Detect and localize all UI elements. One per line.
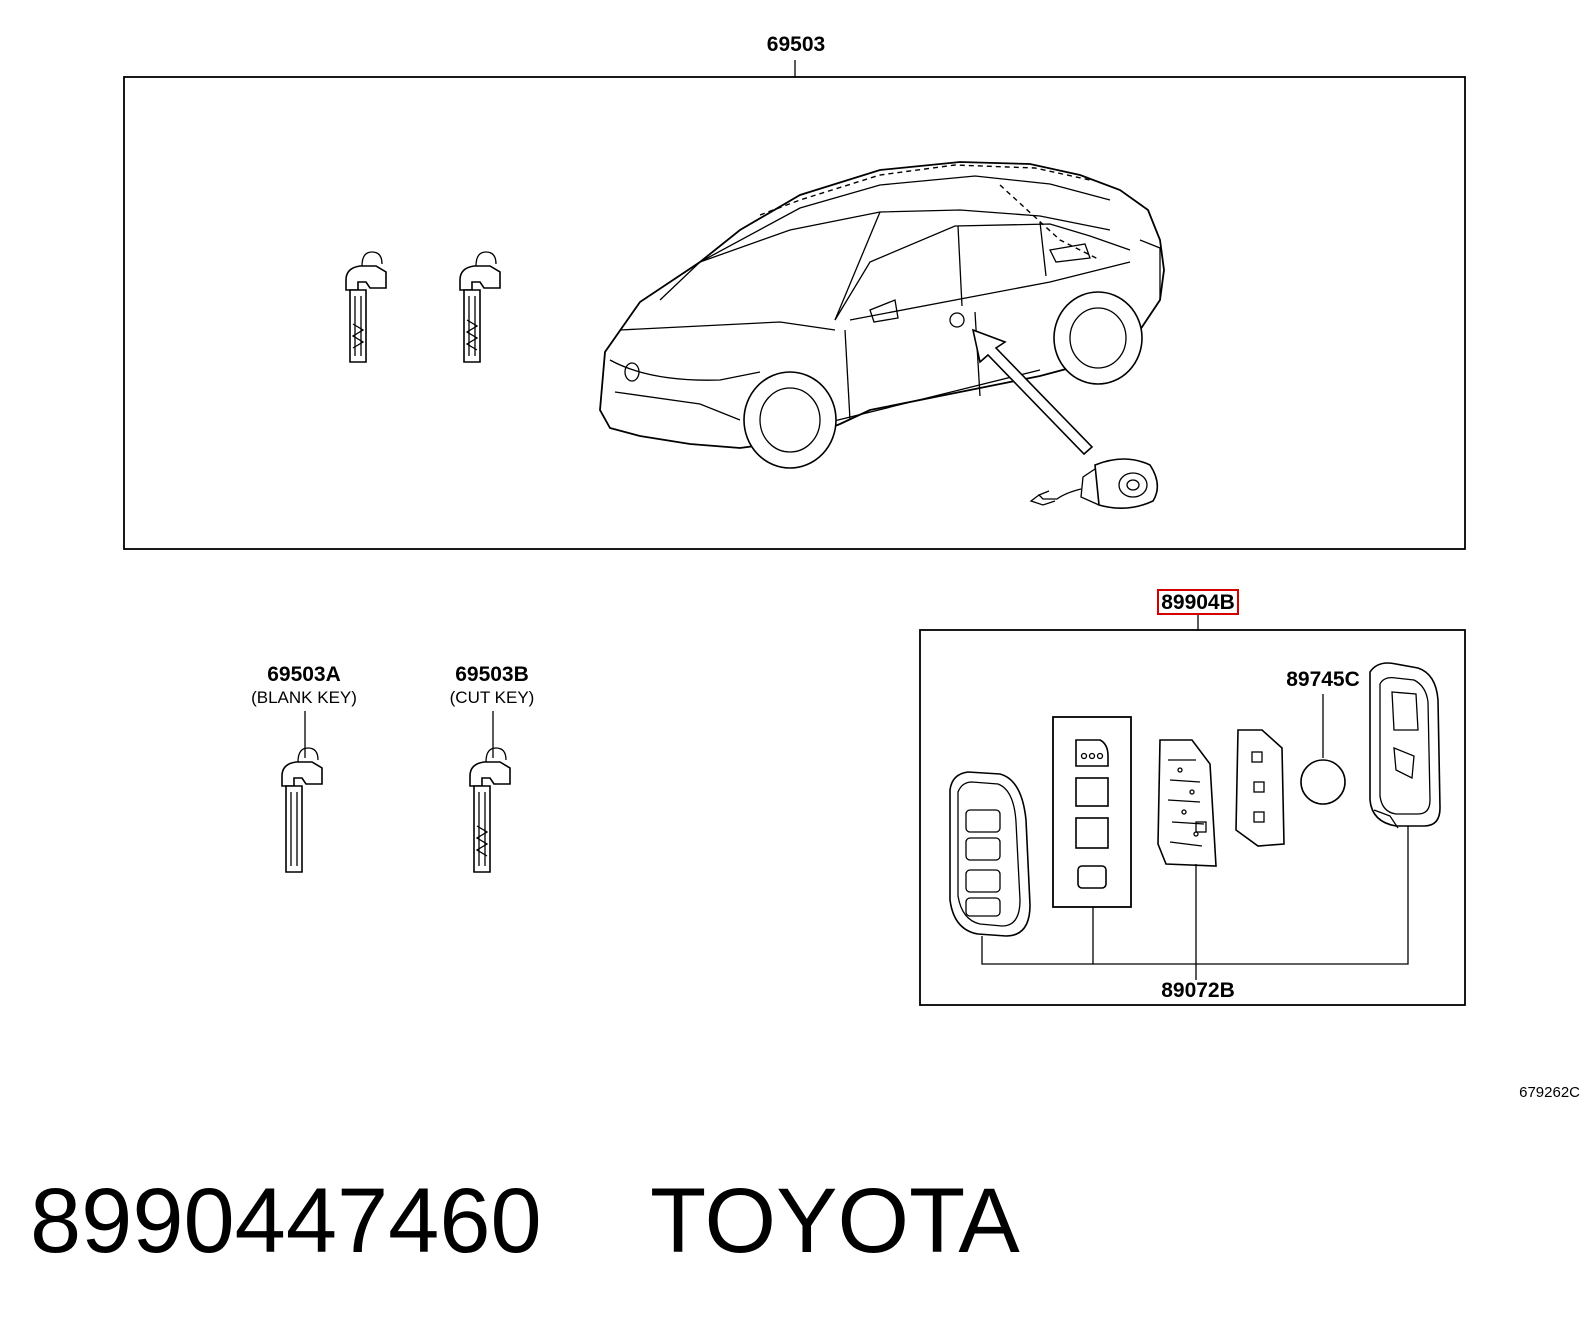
callout-69503B[interactable]: 69503B	[455, 663, 529, 686]
blank-key-callout: 69503A (BLANK KEY)	[251, 663, 357, 758]
callout-89072B[interactable]: 89072B	[1161, 979, 1235, 1002]
highlight-box	[1157, 589, 1239, 615]
cut-key-icon	[469, 747, 511, 873]
button-pad-icon	[1052, 716, 1132, 908]
cut-key-callout: 69503B (CUT KEY)	[450, 663, 535, 758]
callout-69503A[interactable]: 69503A	[267, 663, 341, 686]
footer-part-number: 8990447460	[30, 1170, 542, 1272]
key-blank-icon	[345, 251, 387, 363]
back-case-icon	[1369, 662, 1441, 829]
circuit-board-icon	[1157, 739, 1217, 867]
lock-assembly-group: 69503	[123, 33, 1466, 550]
callout-69503[interactable]: 69503	[767, 33, 825, 56]
transmitter-frame	[919, 629, 1466, 1006]
transmitter-assembly-group: 89904B	[919, 589, 1466, 1006]
inner-frame-icon	[1235, 729, 1285, 847]
illustration-ref: 679262C	[1519, 1084, 1580, 1101]
arrow-icon	[971, 328, 1094, 456]
assembly-frame	[123, 76, 1466, 550]
note-cut-key: (CUT KEY)	[450, 688, 535, 707]
battery-icon	[1300, 759, 1346, 805]
blank-key-icon	[281, 747, 323, 873]
lock-cylinder-icon	[1029, 458, 1159, 509]
callout-89904B[interactable]: 89904B	[1161, 591, 1235, 614]
footer-brand: TOYOTA	[650, 1170, 1020, 1272]
key-fob-shell-icon	[949, 771, 1031, 937]
key-cut-icon	[459, 251, 501, 363]
vehicle-icon	[599, 161, 1165, 469]
note-blank-key: (BLANK KEY)	[251, 688, 357, 707]
callout-89745C[interactable]: 89745C	[1286, 668, 1360, 691]
housing-bracket	[981, 826, 1409, 965]
